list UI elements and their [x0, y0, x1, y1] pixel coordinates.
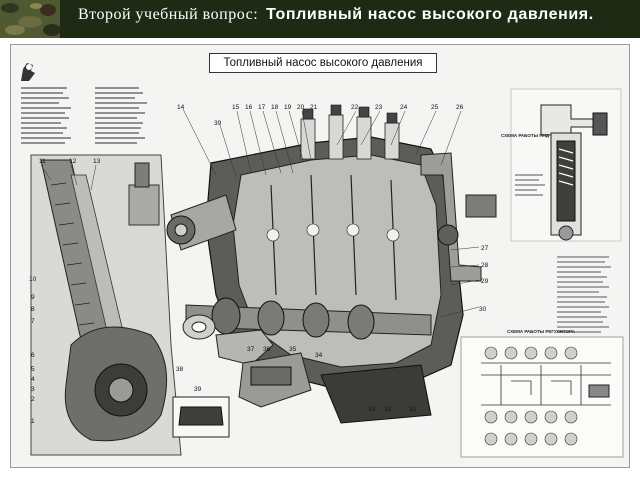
- callout-25: 25: [431, 104, 439, 111]
- callout-39-bottom: 39: [194, 386, 202, 393]
- slide-title: Второй учебный вопрос: Топливный насос вы…: [78, 6, 594, 24]
- callout-4: 4: [31, 376, 35, 383]
- callout-34: 34: [315, 352, 323, 359]
- callout-15: 15: [232, 104, 240, 111]
- central-pump-body: [166, 104, 497, 424]
- callout-20: 20: [297, 104, 305, 111]
- callout-33: 33: [368, 406, 376, 413]
- parts-legend-right: [557, 256, 611, 333]
- camouflage-pattern: [0, 0, 60, 38]
- left-section-view: [30, 154, 182, 456]
- callout-28: 28: [481, 262, 489, 269]
- poster-title: Топливный насос высокого давления: [209, 53, 437, 73]
- callout-3: 3: [31, 386, 35, 393]
- parts-legend-left: [21, 87, 147, 144]
- regulator-scheme-drawing: [460, 336, 624, 458]
- pnd-scheme-drawing: [510, 88, 622, 242]
- callout-31: 31: [409, 406, 417, 413]
- topic-label: Топливный насос высокого давления.: [266, 6, 594, 23]
- regulator-scheme-label: СХЕМА РАБОТЫ РЕГУЛЯТОРА: [507, 329, 575, 334]
- leader-lines: [40, 108, 480, 318]
- callout-13: 13: [93, 158, 101, 165]
- callout-36: 36: [263, 346, 271, 353]
- callout-32: 32: [384, 406, 392, 413]
- callout-2: 2: [31, 396, 35, 403]
- callout-6: 6: [31, 352, 35, 359]
- callout-22: 22: [351, 104, 359, 111]
- lower-detail-parts: [172, 314, 312, 438]
- callout-17: 17: [258, 104, 266, 111]
- poster-diagram: Топливный насос высокого давления: [10, 44, 630, 468]
- callout-26: 26: [456, 104, 464, 111]
- callout-21: 21: [310, 104, 318, 111]
- callout-23: 23: [375, 104, 383, 111]
- callout-30: 30: [479, 306, 487, 313]
- callout-38: 38: [176, 366, 184, 373]
- callout-9: 9: [31, 294, 35, 301]
- callout-39-top: 39: [214, 120, 222, 127]
- callout-19: 19: [284, 104, 292, 111]
- question-label: Второй учебный вопрос:: [78, 6, 259, 23]
- emblem-icon: [21, 63, 35, 81]
- callout-5: 5: [31, 366, 35, 373]
- callout-16: 16: [245, 104, 253, 111]
- callout-10: 10: [29, 276, 37, 283]
- callout-numbers: 14 39 15 16 17 18 19 20 21 22 23 24 25 2…: [29, 104, 489, 425]
- callout-12: 12: [69, 158, 77, 165]
- callout-14: 14: [177, 104, 185, 111]
- callout-7: 7: [31, 318, 35, 325]
- callout-8: 8: [31, 306, 35, 313]
- callout-37: 37: [247, 346, 255, 353]
- callout-11: 11: [39, 158, 46, 165]
- callout-29: 29: [481, 278, 489, 285]
- pump-cutaway-drawing: 14 39 15 16 17 18 19 20 21 22 23 24 25 2…: [29, 88, 624, 458]
- callout-35: 35: [289, 346, 297, 353]
- callout-18: 18: [271, 104, 279, 111]
- pnd-scheme-label: СХЕМА РАБОТЫ ПНД: [501, 133, 550, 138]
- callout-1: 1: [31, 418, 35, 425]
- callout-27: 27: [481, 245, 489, 252]
- slide-header: Второй учебный вопрос: Топливный насос вы…: [0, 0, 640, 38]
- callout-24: 24: [400, 104, 408, 111]
